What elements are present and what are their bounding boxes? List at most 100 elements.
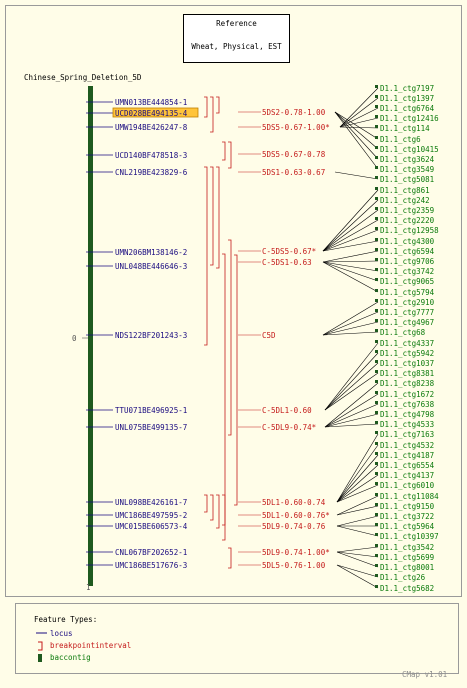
map-title[interactable]: Chinese_Spring_Deletion_5D [24, 73, 142, 82]
contig-label[interactable]: D1.1_ctg12958 [380, 226, 439, 235]
contig-label[interactable]: D1.1_ctg5942 [380, 349, 434, 358]
interval-label[interactable]: 5DS5-0.67-0.78 [262, 150, 326, 159]
interval-label[interactable]: C-5DL9-0.74* [262, 423, 316, 432]
interval-label[interactable]: C-5DL1-0.60 [262, 406, 312, 415]
contig-label[interactable]: D1.1_ctg1037 [380, 359, 434, 368]
breakpoint-bracket[interactable] [228, 239, 232, 436]
contig-marker [375, 95, 378, 98]
contig-label[interactable]: D1.1_ctg3722 [380, 512, 434, 521]
contig-label[interactable]: D1.1_ctg11084 [380, 492, 439, 501]
breakpoint-bracket[interactable] [216, 494, 220, 529]
locus-label[interactable]: UCD140BF478518-3 [115, 151, 187, 160]
locus-label[interactable]: UMC186BE517676-3 [115, 561, 187, 570]
breakpoint-bracket[interactable] [228, 547, 232, 569]
breakpoint-bracket[interactable] [222, 141, 226, 161]
breakpoint-bracket[interactable] [204, 494, 208, 513]
breakpoint-bracket[interactable] [222, 494, 226, 541]
contig-label[interactable]: D1.1_ctg10397 [380, 532, 439, 541]
contig-label[interactable]: D1.1_ctg4798 [380, 410, 435, 419]
interval-label[interactable]: 5DL1-0.60-0.74 [262, 498, 326, 507]
contig-label[interactable]: D1.1_ctg5081 [380, 175, 434, 184]
locus-label[interactable]: UMC015BE606573-4 [115, 522, 188, 531]
contig-label[interactable]: D1.1_ctg4300 [380, 237, 435, 246]
locus-label[interactable]: UNL075BE499135-7 [115, 423, 187, 432]
contig-label[interactable]: D1.1_ctg8238 [380, 379, 435, 388]
breakpoint-bracket[interactable] [222, 253, 226, 526]
contig-label[interactable]: D1.1_ctg8001 [380, 563, 434, 572]
contig-label[interactable]: D1.1_ctg4967 [380, 318, 434, 327]
locus-label[interactable]: TTU071BE496925-1 [115, 406, 187, 415]
contig-label[interactable]: D1.1_ctg4337 [380, 339, 434, 348]
breakpoint-bracket[interactable] [204, 166, 208, 346]
contig-label[interactable]: D1.1_ctg3742 [380, 267, 434, 276]
locus-label[interactable]: UMC186BE497595-2 [115, 511, 187, 520]
contig-label[interactable]: D1.1_ctg5794 [380, 288, 435, 297]
contig-label[interactable]: D1.1_ctg861 [380, 186, 430, 195]
locus-label[interactable]: UNL098BE426161-7 [115, 498, 187, 507]
interval-label[interactable]: C-5DS1-0.63 [262, 258, 312, 267]
interval-label[interactable]: 5DL9-0.74-1.00* [262, 548, 330, 557]
contig-label[interactable]: D1.1_ctg1397 [380, 94, 434, 103]
contig-label[interactable]: D1.1_ctg4532 [380, 441, 434, 450]
locus-label[interactable]: UNL048BE446646-3 [115, 262, 187, 271]
version-label: CMap v1.01 [402, 670, 448, 679]
breakpoint-bracket[interactable] [210, 494, 214, 521]
interval-label[interactable]: 5DS2-0.78-1.00 [262, 108, 326, 117]
interval-label[interactable]: 5DL5-0.76-1.00 [262, 561, 326, 570]
contig-label[interactable]: D1.1_ctg242 [380, 196, 430, 205]
locus-label[interactable]: CNL067BF202652-1 [115, 548, 187, 557]
contig-label[interactable]: D1.1_ctg9150 [380, 502, 435, 511]
contig-label[interactable]: D1.1_ctg4137 [380, 471, 434, 480]
contig-label[interactable]: D1.1_ctg2220 [380, 216, 435, 225]
contig-label[interactable]: D1.1_ctg68 [380, 328, 426, 337]
contig-label[interactable]: D1.1_ctg7163 [380, 430, 434, 439]
contig-label[interactable]: D1.1_ctg114 [380, 124, 430, 133]
locus-label[interactable]: UCD028BE494135-4 [115, 109, 188, 118]
interval-label[interactable]: C5D [262, 331, 276, 340]
contig-label[interactable]: D1.1_ctg1672 [380, 390, 434, 399]
interval-label[interactable]: 5DS1-0.63-0.67 [262, 168, 325, 177]
breakpoint-bracket[interactable] [204, 96, 208, 118]
breakpoint-bracket[interactable] [228, 141, 232, 169]
interval-label[interactable]: 5DS5-0.67-1.00* [262, 123, 330, 132]
interval-label[interactable]: 5DL1-0.60-0.76* [262, 511, 330, 520]
locus-label[interactable]: NDS122BF201243-3 [115, 331, 187, 340]
contig-label[interactable]: D1.1_ctg8381 [380, 369, 434, 378]
contig-label[interactable]: D1.1_ctg3549 [380, 165, 434, 174]
contig-label[interactable]: D1.1_ctg4533 [380, 420, 434, 429]
contig-label[interactable]: D1.1_ctg10415 [380, 145, 439, 154]
contig-label[interactable]: D1.1_ctg6 [380, 135, 421, 144]
contig-label[interactable]: D1.1_ctg12416 [380, 114, 439, 123]
contig-label[interactable]: D1.1_ctg2359 [380, 206, 434, 215]
contig-label[interactable]: D1.1_ctg9065 [380, 277, 434, 286]
contig-label[interactable]: D1.1_ctg9706 [380, 257, 435, 266]
contig-label[interactable]: D1.1_ctg5682 [380, 584, 434, 593]
breakpoint-bracket[interactable] [216, 166, 220, 269]
locus-label[interactable]: UMN206BM138146-2 [115, 248, 187, 257]
reference-box[interactable]: Reference Wheat, Physical, EST [183, 14, 290, 63]
interval-label[interactable]: 5DL9-0.74-0.76 [262, 522, 326, 531]
contig-label[interactable]: D1.1_ctg6764 [380, 104, 435, 113]
locus-label[interactable]: UMW194BE426247-8 [115, 123, 188, 132]
contig-label[interactable]: D1.1_ctg26 [380, 573, 426, 582]
breakpoint-bracket[interactable] [210, 166, 214, 266]
contig-label[interactable]: D1.1_ctg3542 [380, 543, 434, 552]
locus-label[interactable]: UMN013BE444854-1 [115, 98, 187, 107]
chromosome-bar[interactable] [88, 86, 93, 586]
contig-label[interactable]: D1.1_ctg4187 [380, 451, 434, 460]
contig-label[interactable]: D1.1_ctg5699 [380, 553, 434, 562]
locus-label[interactable]: CNL219BE423829-6 [115, 168, 188, 177]
contig-label[interactable]: D1.1_ctg7197 [380, 84, 434, 93]
contig-label[interactable]: D1.1_ctg6010 [380, 481, 435, 490]
interval-label[interactable]: C-5DS5-0.67* [262, 247, 316, 256]
contig-label[interactable]: D1.1_ctg5964 [380, 522, 435, 531]
contig-label[interactable]: D1.1_ctg7777 [380, 308, 434, 317]
contig-label[interactable]: D1.1_ctg3624 [380, 155, 435, 164]
contig-label[interactable]: D1.1_ctg7638 [380, 400, 435, 409]
breakpoint-bracket[interactable] [216, 96, 220, 114]
breakpoint-bracket[interactable] [234, 254, 238, 506]
contig-label[interactable]: D1.1_ctg6594 [380, 247, 435, 256]
contig-label[interactable]: D1.1_ctg2910 [380, 298, 435, 307]
contig-label[interactable]: D1.1_ctg6554 [380, 461, 435, 470]
breakpoint-bracket[interactable] [210, 96, 214, 133]
